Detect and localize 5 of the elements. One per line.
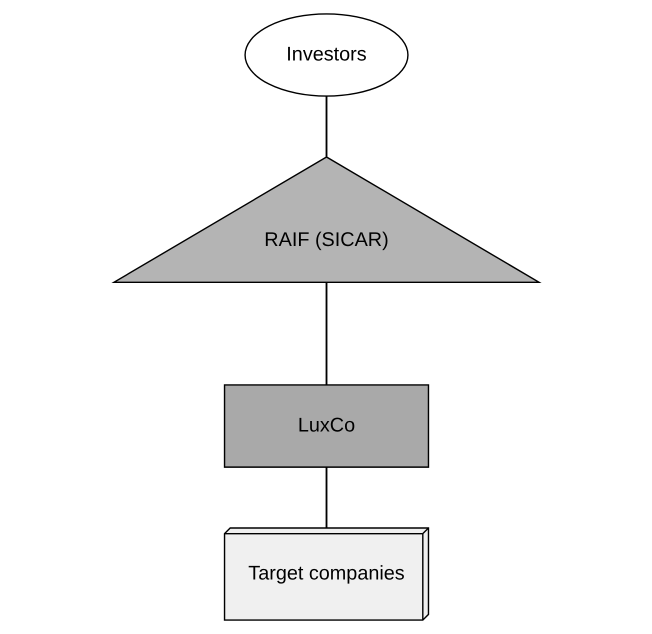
connector <box>325 282 327 385</box>
node-box: LuxCo <box>223 384 429 468</box>
connector <box>325 467 327 528</box>
node-ellipse: Investors <box>244 13 408 97</box>
connector <box>325 96 327 157</box>
